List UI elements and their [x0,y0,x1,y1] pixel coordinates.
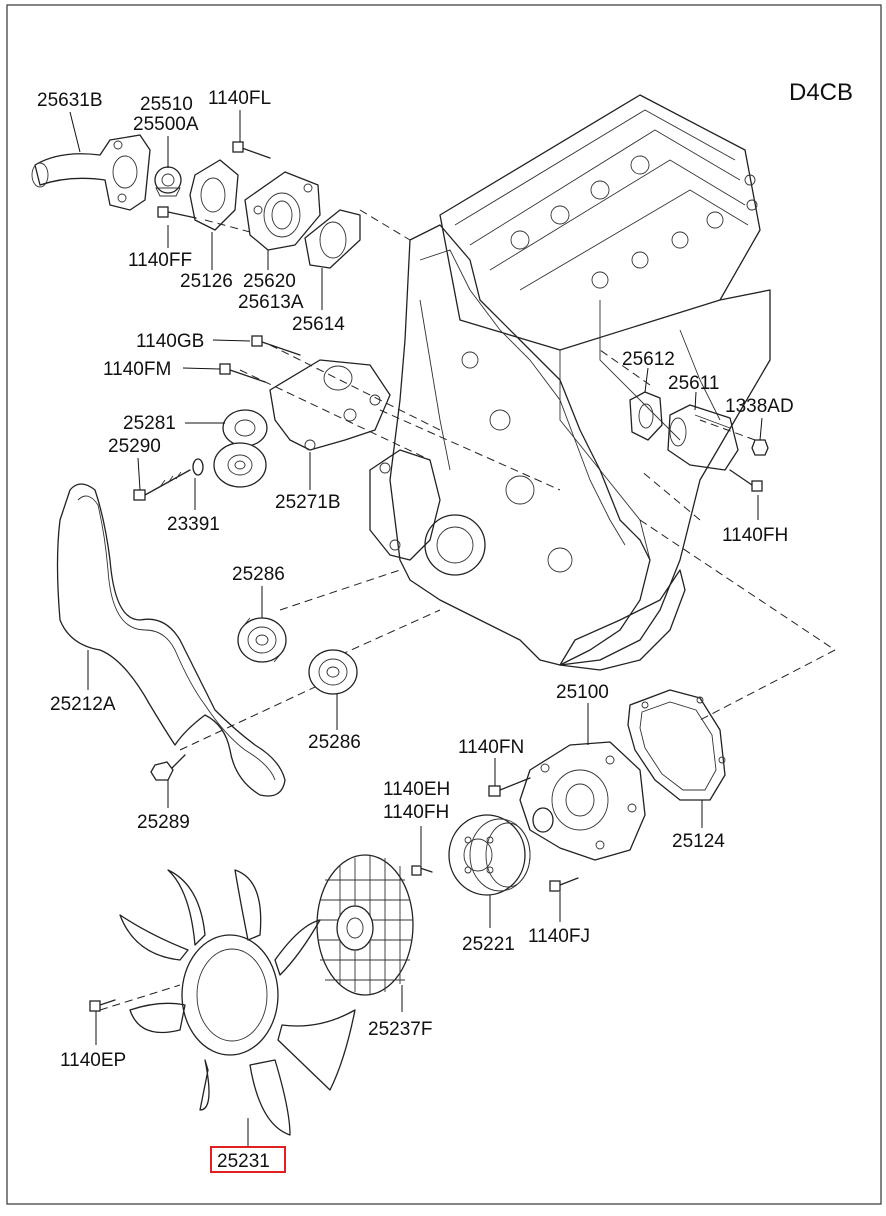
thermostat-housing [244,171,321,251]
engine-code-label: D4CB [789,79,853,106]
label-23391[interactable]: 23391 [167,514,220,535]
pulley-25221 [448,814,531,896]
bolt-1140EP [89,999,116,1012]
label-25510[interactable]: 25510 [140,94,193,115]
label-leaders [69,110,763,1148]
label-25237F[interactable]: 25237F [368,1019,432,1040]
label-1140FH-mid[interactable]: 1140FH [383,802,449,823]
gasket-25612 [629,391,663,441]
label-25613A[interactable]: 25613A [238,292,304,313]
label-25281[interactable]: 25281 [123,413,176,434]
nut-1338AD [751,439,769,456]
part-labels: D4CB 25631B 25510 25500A 1140FL 1140FF 2… [37,79,853,1173]
idler-pulley-25281 [213,442,267,488]
idler-pulley-25286-upper [237,617,287,663]
water-outlet-pipe [31,134,151,211]
water-inlet-25611 [667,404,739,471]
bolt-1140FF [157,206,197,219]
bolt-1140FH-right [729,469,763,492]
tensioner-pulley-25281 [222,409,268,447]
label-1140FN[interactable]: 1140FN [458,737,524,758]
bolt-25289 [150,754,186,781]
gasket-25126 [189,159,239,231]
label-25500A[interactable]: 25500A [133,114,199,135]
frame-border [6,4,882,1205]
label-1140EH[interactable]: 1140EH [383,779,450,800]
cooling-fan-25231 [119,869,356,1136]
label-25271B[interactable]: 25271B [275,492,341,513]
label-1140GB[interactable]: 1140GB [136,331,204,352]
bolt-1140FL [232,141,271,159]
bolt-1140FJ [549,877,579,892]
engine-block [369,94,771,671]
gasket-25614 [304,209,361,269]
dashed-leader-lines [99,209,836,1011]
label-25631B[interactable]: 25631B [37,90,103,111]
label-25620[interactable]: 25620 [243,271,296,292]
label-25231[interactable]: 25231 [217,1151,270,1172]
label-25124[interactable]: 25124 [672,831,725,852]
gasket-25124 [627,689,726,801]
label-1338AD[interactable]: 1338AD [725,396,794,417]
bolt-1140GB [251,335,301,356]
bolt-1140FH-mid [411,865,433,876]
selected-part-highlight [210,1146,286,1173]
label-25614[interactable]: 25614 [292,314,345,335]
tensioner-bracket [269,359,391,451]
label-25290[interactable]: 25290 [108,436,161,457]
label-25100[interactable]: 25100 [556,682,609,703]
washer-23391 [192,458,204,476]
bolt-25290 [133,469,191,501]
idler-pulley-25286-lower [308,649,358,695]
label-25221[interactable]: 25221 [462,934,515,955]
label-25212A[interactable]: 25212A [50,694,116,715]
label-25126[interactable]: 25126 [180,271,233,292]
label-1140FJ[interactable]: 1140FJ [528,926,590,947]
drive-belt-25212A [56,483,286,797]
thermostat [154,166,182,197]
bolt-1140FM [219,363,266,383]
label-25286-upper[interactable]: 25286 [232,564,285,585]
water-pump-25100 [519,741,646,861]
label-25612[interactable]: 25612 [622,349,675,370]
fan-clutch-25237F [316,854,414,996]
label-25611[interactable]: 25611 [668,373,719,394]
label-1140EP[interactable]: 1140EP [60,1050,126,1071]
label-25286-lower[interactable]: 25286 [308,732,361,753]
label-1140FL[interactable]: 1140FL [208,88,271,109]
label-1140FH-right[interactable]: 1140FH [722,525,788,546]
label-1140FM[interactable]: 1140FM [103,359,171,380]
label-25289[interactable]: 25289 [137,812,190,833]
label-1140FF[interactable]: 1140FF [128,250,192,271]
